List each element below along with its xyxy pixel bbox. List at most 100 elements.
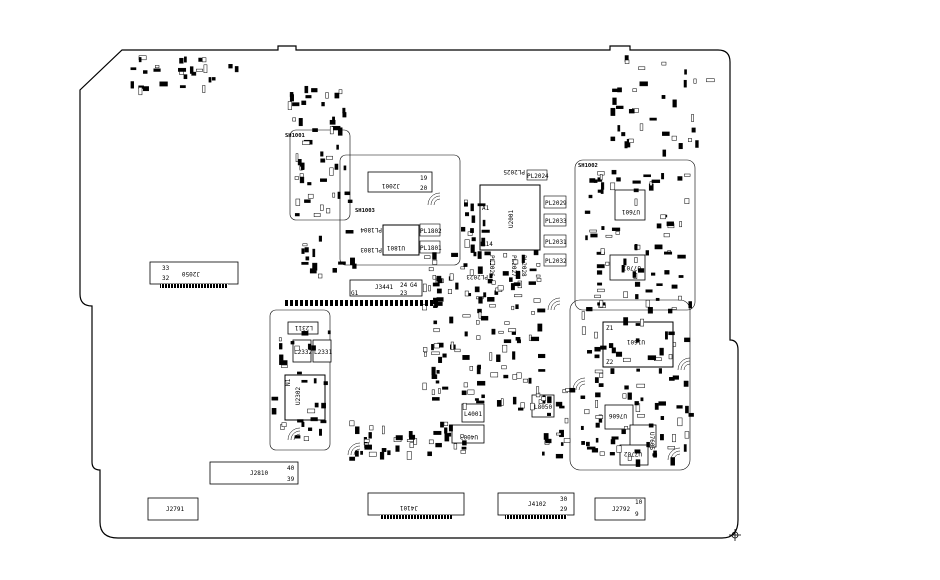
smd-component bbox=[509, 277, 513, 282]
pad bbox=[385, 300, 388, 306]
smd-component bbox=[635, 323, 641, 326]
smd-component bbox=[461, 390, 467, 396]
smd-component bbox=[634, 449, 641, 454]
smd-component bbox=[638, 268, 645, 273]
smd-component bbox=[688, 138, 692, 142]
pad bbox=[300, 300, 303, 306]
smd-component bbox=[658, 401, 666, 406]
smd-component bbox=[541, 396, 547, 401]
smd-component bbox=[515, 337, 521, 341]
smd-component bbox=[455, 282, 459, 290]
u1601-chip: U1601 Z1 Z2 bbox=[602, 321, 674, 368]
smd-component bbox=[338, 89, 343, 95]
smd-component bbox=[555, 453, 564, 459]
smd-component bbox=[433, 343, 440, 349]
clip-arc bbox=[547, 297, 561, 311]
smd-component bbox=[440, 421, 444, 428]
smd-component bbox=[311, 345, 316, 351]
smd-component bbox=[627, 455, 632, 461]
smd-component bbox=[513, 282, 521, 287]
smd-component bbox=[464, 239, 470, 248]
smd-component bbox=[349, 456, 356, 461]
smd-component bbox=[307, 408, 316, 414]
smd-component bbox=[318, 273, 323, 279]
smd-component bbox=[537, 323, 543, 332]
smd-component bbox=[453, 443, 458, 450]
smd-component bbox=[431, 389, 435, 395]
clip-arc bbox=[578, 383, 586, 391]
smd-component bbox=[326, 208, 331, 214]
smd-component bbox=[616, 177, 621, 182]
smd-component bbox=[343, 165, 347, 171]
smd-component bbox=[533, 298, 541, 303]
smd-component bbox=[476, 400, 485, 404]
smd-component bbox=[308, 427, 313, 431]
connector-j4101: J4101 bbox=[367, 492, 465, 519]
u1601-pin-z2: Z2 bbox=[606, 359, 614, 366]
smd-component bbox=[481, 229, 490, 233]
pad bbox=[310, 300, 313, 306]
j3441-pin-24: 24 bbox=[400, 282, 408, 289]
smd-component bbox=[301, 421, 305, 427]
j3441-pin-g1: G1 bbox=[351, 290, 359, 297]
u7701-label: U7701 bbox=[623, 264, 641, 271]
smd-component bbox=[581, 441, 585, 445]
smd-component bbox=[142, 86, 149, 92]
smd-component bbox=[321, 402, 326, 409]
smd-component bbox=[477, 251, 482, 259]
smd-component bbox=[612, 97, 617, 105]
j2792-pin-10: 10 bbox=[635, 499, 643, 506]
smd-component bbox=[422, 283, 427, 293]
smd-component bbox=[556, 432, 562, 436]
smd-component bbox=[503, 374, 509, 379]
smd-component bbox=[586, 446, 596, 450]
smd-component bbox=[649, 181, 653, 186]
smd-component bbox=[683, 380, 689, 387]
smd-component bbox=[594, 331, 598, 339]
smd-component bbox=[645, 299, 650, 308]
pl1801-label: PL1801 bbox=[420, 245, 442, 252]
smd-component bbox=[522, 378, 528, 383]
u7601-label: U7601 bbox=[622, 208, 640, 215]
smd-component bbox=[661, 95, 666, 99]
pad bbox=[370, 300, 373, 306]
pad bbox=[430, 300, 433, 306]
smd-component bbox=[617, 125, 621, 132]
smd-component bbox=[409, 442, 414, 448]
smd-component bbox=[645, 289, 653, 293]
pad bbox=[425, 300, 428, 306]
j4102-pin-29: 29 bbox=[560, 506, 568, 513]
smd-component bbox=[465, 212, 470, 217]
j2791-label: J2791 bbox=[166, 506, 184, 513]
smd-component bbox=[623, 317, 629, 326]
smd-component bbox=[130, 67, 137, 71]
smd-component bbox=[528, 281, 536, 285]
smd-component bbox=[661, 173, 665, 180]
l8050-label: L8050 bbox=[534, 404, 552, 411]
smd-component bbox=[294, 345, 300, 351]
smd-component bbox=[691, 127, 696, 133]
smd-component bbox=[360, 450, 363, 455]
smd-component bbox=[461, 446, 467, 450]
smd-component bbox=[671, 135, 677, 141]
smd-component bbox=[670, 457, 675, 466]
j2050-label: J2050 bbox=[182, 270, 200, 277]
smd-component bbox=[672, 99, 677, 108]
smd-component bbox=[480, 315, 489, 321]
smd-component bbox=[662, 149, 667, 157]
smd-component bbox=[344, 191, 351, 196]
smd-component bbox=[332, 192, 336, 198]
smd-component bbox=[636, 368, 640, 372]
smd-component bbox=[611, 227, 621, 231]
clip-arc bbox=[575, 380, 586, 391]
smd-component bbox=[651, 272, 656, 276]
pad bbox=[330, 300, 333, 306]
smd-component bbox=[477, 364, 481, 370]
smd-component bbox=[130, 81, 134, 89]
smd-component bbox=[294, 213, 300, 217]
smd-component bbox=[671, 307, 677, 310]
smd-component bbox=[594, 369, 604, 374]
smd-component bbox=[302, 243, 308, 247]
smd-component bbox=[533, 250, 539, 256]
smd-component bbox=[350, 257, 355, 266]
